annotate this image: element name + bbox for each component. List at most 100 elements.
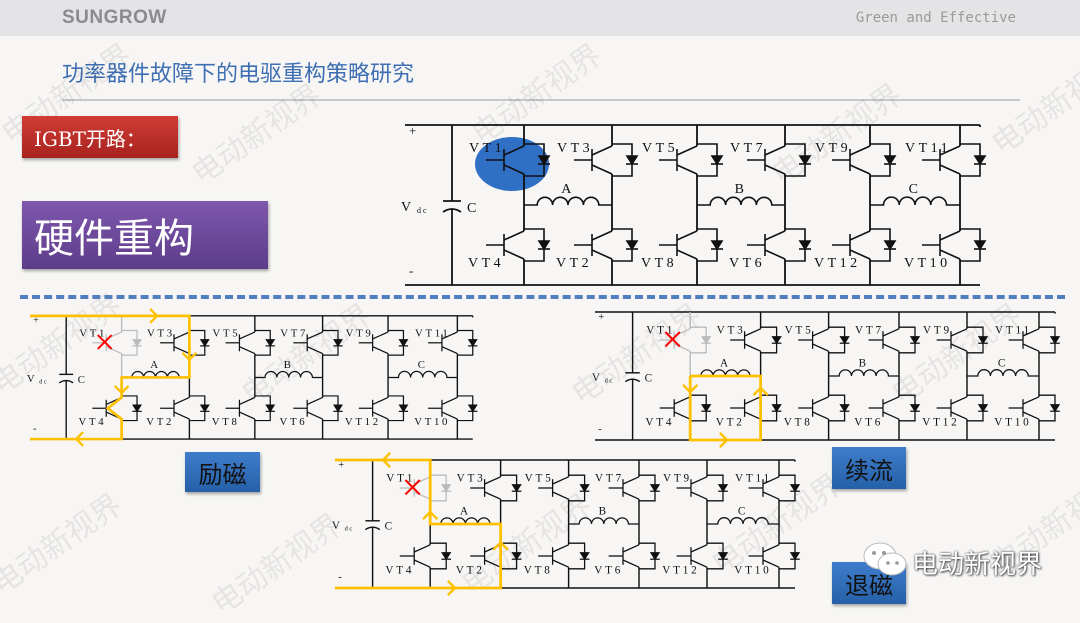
phase-label: B xyxy=(284,359,294,371)
vdc-subscript: dc xyxy=(39,380,48,386)
current-arrow-icon xyxy=(113,385,130,395)
igbt-label-upper: VT9 xyxy=(663,473,692,485)
igbt-label-upper: VT11 xyxy=(415,328,450,340)
phase-label: A xyxy=(561,182,575,197)
igbt-lower xyxy=(608,542,661,570)
igbt-lower xyxy=(486,228,551,262)
igbt-label-upper: VT7 xyxy=(855,325,884,337)
igbt-label-upper: VT1 xyxy=(386,473,415,485)
igbt-upper xyxy=(428,329,478,356)
phase-label: A xyxy=(150,359,160,371)
igbt-label-upper: VT3 xyxy=(717,325,746,337)
igbt-upper xyxy=(293,329,343,356)
igbt-label-upper: VT7 xyxy=(730,141,766,156)
phase-label: B xyxy=(599,505,609,517)
igbt-lower xyxy=(160,395,210,422)
inductor xyxy=(388,370,458,379)
igbt-upper xyxy=(574,143,639,177)
phase-label: C xyxy=(998,357,1008,369)
capacitor-label: C xyxy=(467,201,480,216)
igbt-upper xyxy=(608,474,661,502)
strategy-label: 硬件重构 xyxy=(22,201,268,269)
slogan: Green and Effective xyxy=(855,10,1016,26)
vdc-subscript: dc xyxy=(605,377,614,384)
igbt-upper xyxy=(470,474,522,502)
igbt-upper xyxy=(486,143,551,177)
igbt-lower xyxy=(922,228,987,262)
plus-terminal: + xyxy=(33,316,41,327)
minus-terminal: - xyxy=(598,424,604,435)
igbt-upper xyxy=(798,326,850,354)
igbt-upper xyxy=(676,474,729,502)
igbt-label-upper: VT7 xyxy=(280,328,308,340)
igbt-label-lower: VT6 xyxy=(729,256,765,271)
phase-label: A xyxy=(460,505,471,517)
current-arrow-icon xyxy=(181,351,198,362)
brand-text: 电动新视界 xyxy=(912,550,1043,580)
igbt-label-lower: VT4 xyxy=(645,417,674,429)
igbt-lower xyxy=(798,394,850,422)
igbt-label-upper: VT11 xyxy=(735,473,772,485)
igbt-label-lower: VT12 xyxy=(922,417,959,429)
vdc-subscript: dc xyxy=(345,525,354,532)
current-arrow-icon xyxy=(718,431,729,449)
igbt-label-lower: VT4 xyxy=(79,416,107,428)
inductor xyxy=(254,370,323,379)
title-divider xyxy=(62,99,1020,101)
freewheel-label: 续流 xyxy=(832,447,906,489)
igbt-label-lower: VT8 xyxy=(524,565,553,577)
igbt-label-upper: VT5 xyxy=(525,473,554,485)
minus-terminal: - xyxy=(409,263,417,278)
vdc-subscript: dc xyxy=(417,206,429,215)
sungrow-logo: SUNGROW xyxy=(62,7,167,28)
fault-x-icon xyxy=(664,331,681,348)
vdc-label: V xyxy=(592,372,603,384)
header-bar: SUNGROW Green and Effective xyxy=(0,0,1080,36)
igbt-upper xyxy=(748,474,801,502)
phase-label: A xyxy=(720,357,731,369)
igbt-upper xyxy=(936,326,989,354)
current-path xyxy=(688,374,763,442)
capacitor-label: C xyxy=(385,521,395,533)
igbt-lower xyxy=(399,542,452,570)
igbt-upper xyxy=(659,143,724,177)
inductor xyxy=(870,196,960,206)
igbt-lower xyxy=(747,228,812,262)
igbt-upper xyxy=(225,329,276,356)
igbt-lower xyxy=(538,542,590,570)
igbt-label-upper: VT9 xyxy=(346,328,374,340)
igbt-label-lower: VT2 xyxy=(556,256,592,271)
igbt-label-lower: VT2 xyxy=(716,417,745,429)
current-path xyxy=(30,314,191,441)
inductor xyxy=(697,196,785,206)
igbt-lower xyxy=(470,542,522,570)
igbt-upper xyxy=(832,143,897,177)
section-divider xyxy=(20,295,1065,299)
vdc-label: V xyxy=(401,200,415,215)
igbt-label-lower: VT10 xyxy=(904,256,951,271)
plus-terminal: + xyxy=(409,123,420,138)
phase-label: C xyxy=(738,505,748,517)
igbt-label-upper: VT5 xyxy=(785,325,814,337)
igbt-label-upper: VT5 xyxy=(212,328,240,340)
igbt-label-lower: VT10 xyxy=(994,417,1031,429)
phase-label: B xyxy=(735,182,748,197)
vdc-label: V xyxy=(27,373,37,385)
phase-label: B xyxy=(859,357,869,369)
igbt-upper xyxy=(1008,326,1061,354)
igbt-label-lower: VT6 xyxy=(854,417,883,429)
current-arrow-icon xyxy=(422,510,439,521)
fault-x-icon xyxy=(97,334,113,350)
wechat-icon xyxy=(863,542,907,576)
igbt-label-lower: VT10 xyxy=(414,416,450,428)
igbt-label-lower: VT4 xyxy=(468,256,504,271)
igbt-label-lower: VT8 xyxy=(784,417,813,429)
igbt-label-lower: VT10 xyxy=(734,565,771,577)
igbt-label-upper: VT1 xyxy=(79,328,107,340)
current-arrow-icon xyxy=(446,579,457,597)
igbt-label-upper: VT3 xyxy=(457,473,486,485)
slide-title: 功率器件故障下的电驱重构策略研究 xyxy=(62,62,415,87)
